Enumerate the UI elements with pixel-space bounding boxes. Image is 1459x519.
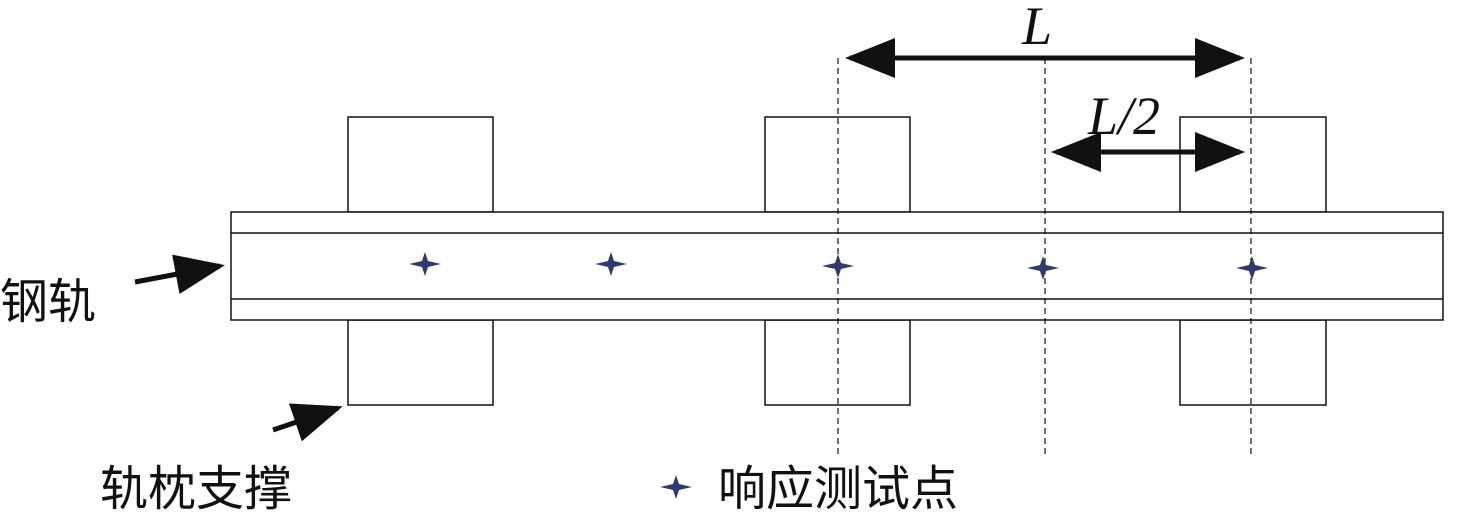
span-label: L (1021, 0, 1052, 56)
sleeper-1-bottom (347, 319, 494, 406)
sleeper-3-bottom (1179, 319, 1327, 406)
rail-label: 钢轨 (0, 274, 96, 330)
half-span-label: L/2 (1087, 86, 1160, 146)
sleeper-1-top (347, 116, 494, 213)
sleeper-pointer-arrow (272, 403, 343, 442)
rail-pointer-arrow (134, 254, 225, 294)
sleeper-3-top (1179, 116, 1327, 213)
legend-label: 响应测试点 (718, 461, 958, 517)
legend-marker-icon (660, 475, 692, 499)
sleeper-label: 轨枕支撑 (100, 461, 292, 517)
